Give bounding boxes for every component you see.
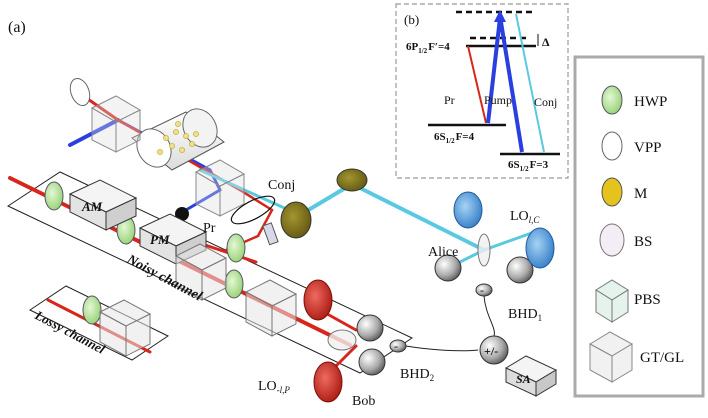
legend-item-gtgl: GT/GL xyxy=(588,331,684,383)
gt-gl-cubes xyxy=(90,95,246,217)
gtgl-icon xyxy=(588,331,634,383)
bs-icon xyxy=(599,223,625,257)
lo-probe-label: LO-l,P xyxy=(258,379,290,395)
legend-label-pbs: PBS xyxy=(634,292,661,308)
minus1-label: - xyxy=(480,283,484,297)
wire-bhd2 xyxy=(405,345,479,352)
pbs-icon xyxy=(595,279,629,323)
bhd2-subtractor xyxy=(389,339,407,353)
mirror-probe xyxy=(262,222,279,246)
alice-detector-2 xyxy=(506,256,534,284)
gt-cube-input xyxy=(90,95,142,153)
legend-label-gtgl: GT/GL xyxy=(640,350,684,366)
bob-station: - LO-l,P Bob BHD2 xyxy=(258,279,434,409)
pr-label: Pr xyxy=(203,221,216,236)
pbs-cube-1 xyxy=(174,243,228,301)
energy-level-inset: (b) 6P1/2F′=4 Δ Pr Pump Conj 6S1/2F=4 6S… xyxy=(395,3,569,179)
legend-item-bs: BS xyxy=(599,223,652,257)
pr-transition xyxy=(467,45,487,124)
minus2-label: - xyxy=(394,339,398,353)
hwp-4 xyxy=(226,233,246,263)
conj-beam-to-alice xyxy=(350,182,486,252)
pump-transition-up xyxy=(486,17,502,124)
pump-transition-label: Pump xyxy=(484,93,512,107)
alice-label: Alice xyxy=(428,245,458,260)
upper-level-label: 6P1/2F′=4 xyxy=(406,41,450,55)
lossy-channel-plate xyxy=(28,285,170,361)
spectrum-analyzer: SA xyxy=(504,355,558,397)
pm-label: PM xyxy=(150,232,170,247)
bob-detector-1 xyxy=(356,314,384,342)
wire-bhd1 xyxy=(483,295,495,341)
gt-cube-output xyxy=(194,159,246,217)
legend-label-bs: BS xyxy=(634,234,652,250)
lo-conj-vpp xyxy=(453,191,555,269)
sum-diff-box: +/- xyxy=(479,335,509,365)
legend-label-m: M xyxy=(634,186,647,202)
legend-frame xyxy=(573,55,705,398)
bhd1-label: BHD1 xyxy=(508,307,542,323)
am-label: AM xyxy=(81,199,103,214)
hwp-lossy xyxy=(82,295,102,325)
detuning-label: Δ xyxy=(542,35,550,49)
inset-frame xyxy=(395,3,569,179)
mirror-icon xyxy=(601,177,623,207)
conj-transition xyxy=(515,13,545,153)
legend-panel: HWP VPP M BS PBS xyxy=(573,55,705,398)
pbs-cube-2 xyxy=(244,279,298,337)
legend-item-vpp: VPP xyxy=(601,131,662,161)
bob-label: Bob xyxy=(352,394,375,409)
pump-transition-down xyxy=(498,15,524,153)
sum-diff-label: +/- xyxy=(484,344,498,358)
legend-item-pbs: PBS xyxy=(595,279,661,323)
mirror-conj-2 xyxy=(336,168,368,192)
legend-item-hwp: HWP xyxy=(601,85,667,115)
optical-table-outline xyxy=(6,171,414,374)
pr-transition-label: Pr xyxy=(444,93,455,107)
ground-f4-label: 6S1/2F=4 xyxy=(434,131,475,145)
legend-item-mirror: M xyxy=(601,177,647,207)
noisy-channel-plate xyxy=(6,171,414,374)
conj-beam-out xyxy=(198,168,302,217)
am-modulator: AM xyxy=(68,179,138,231)
pbs-cube-lossy xyxy=(98,299,152,357)
probe-beam-out xyxy=(238,188,274,212)
hwp-3 xyxy=(224,269,244,299)
panel-b-label: (b) xyxy=(404,12,419,27)
hwp-icon xyxy=(601,85,623,115)
conj-transition-label: Conj xyxy=(534,95,557,109)
vpp-icon xyxy=(601,131,623,161)
alice-station: - Alice LOl,C BHD1 xyxy=(428,191,555,323)
alice-detector-1 xyxy=(434,254,462,282)
bob-detector-2 xyxy=(358,348,386,376)
alice-bs xyxy=(477,233,491,267)
lo-probe-vpp xyxy=(303,279,343,403)
hwp-1 xyxy=(44,181,64,211)
bhd2-label: BHD2 xyxy=(400,367,434,383)
electronic-wires xyxy=(405,295,495,352)
entanglement-loop xyxy=(230,195,276,225)
sa-label: SA xyxy=(516,372,531,386)
pump-beam-dump xyxy=(184,188,222,212)
panel-a-label: (a) xyxy=(8,19,26,36)
pump-beam-in xyxy=(68,118,120,147)
bob-bs xyxy=(327,329,357,351)
pbs-cubes xyxy=(98,243,298,357)
probe-beam-turn xyxy=(256,208,274,238)
ground-f3-label: 6S1/2F=3 xyxy=(508,159,549,173)
legend-label-vpp: VPP xyxy=(634,140,662,156)
beam-dump xyxy=(175,207,189,221)
vapor-cell xyxy=(131,108,225,171)
mirror-conj-1 xyxy=(280,201,312,239)
vpp-plate-probe xyxy=(69,77,91,107)
bhd1-subtractor xyxy=(475,283,493,297)
mirrors xyxy=(262,168,368,246)
conj-label: Conj xyxy=(268,178,295,193)
lo-conj-label: LOl,C xyxy=(510,209,540,225)
legend-label-hwp: HWP xyxy=(634,94,667,110)
